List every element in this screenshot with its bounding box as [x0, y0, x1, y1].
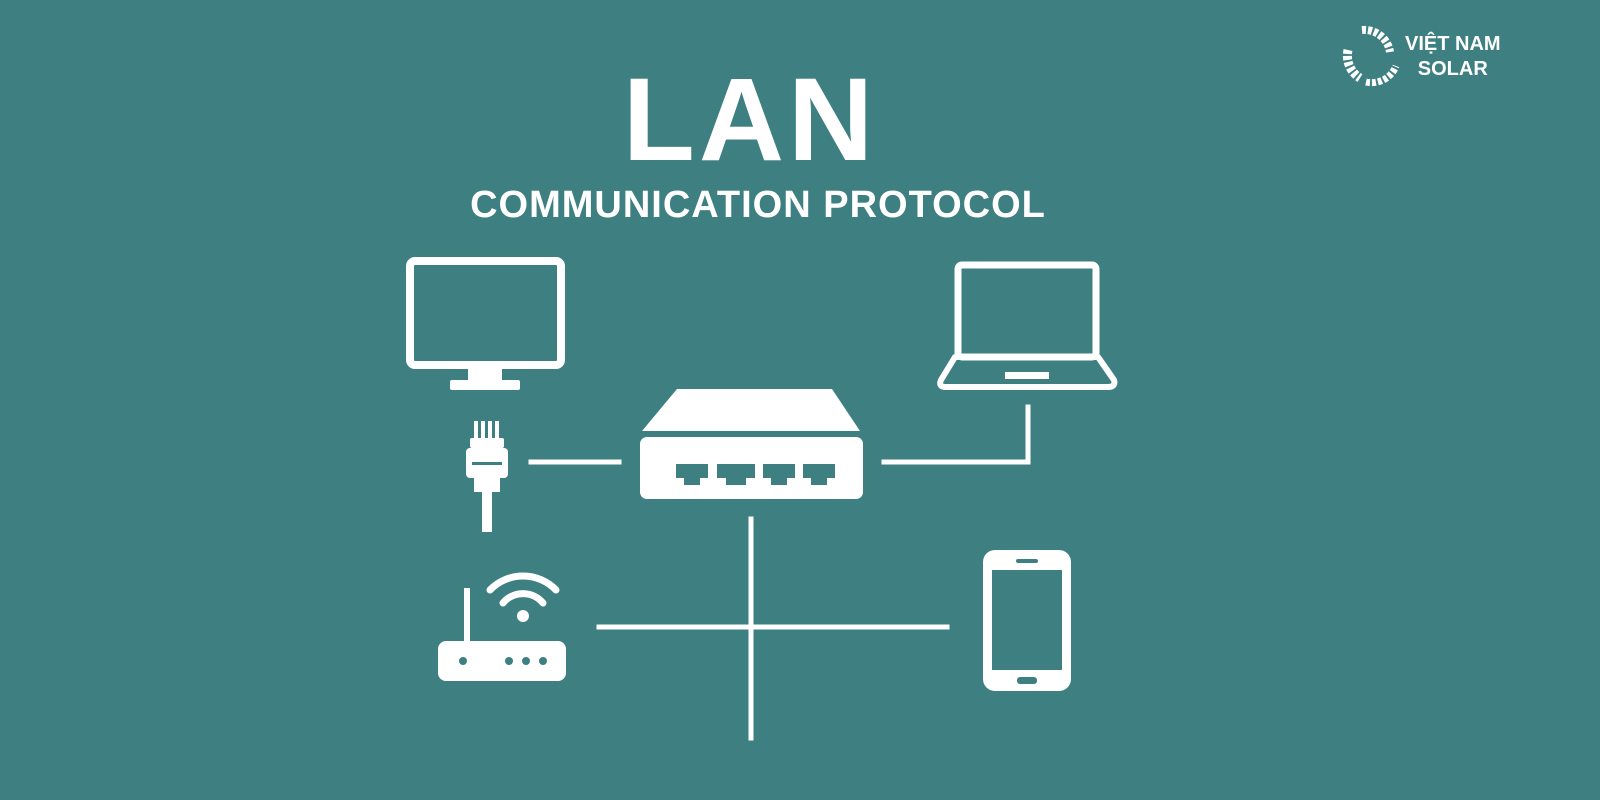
desktop-monitor-icon	[406, 257, 565, 390]
smartphone-icon	[983, 550, 1071, 691]
page-subtitle: COMMUNICATION PROTOCOL	[470, 184, 1046, 226]
network-switch-icon	[640, 389, 863, 499]
brand-logo: VIỆT NAM SOLAR	[1340, 22, 1540, 88]
logo-mark-icon	[1342, 25, 1400, 87]
laptop-icon	[937, 261, 1118, 390]
wifi-signal-icon	[486, 572, 560, 607]
page-title: LAN	[622, 54, 878, 186]
ethernet-plug-icon	[466, 421, 508, 532]
wifi-router-icon	[438, 572, 566, 681]
link-switch-laptop	[881, 404, 1031, 465]
logo-text: VIỆT NAM SOLAR	[1405, 33, 1501, 80]
